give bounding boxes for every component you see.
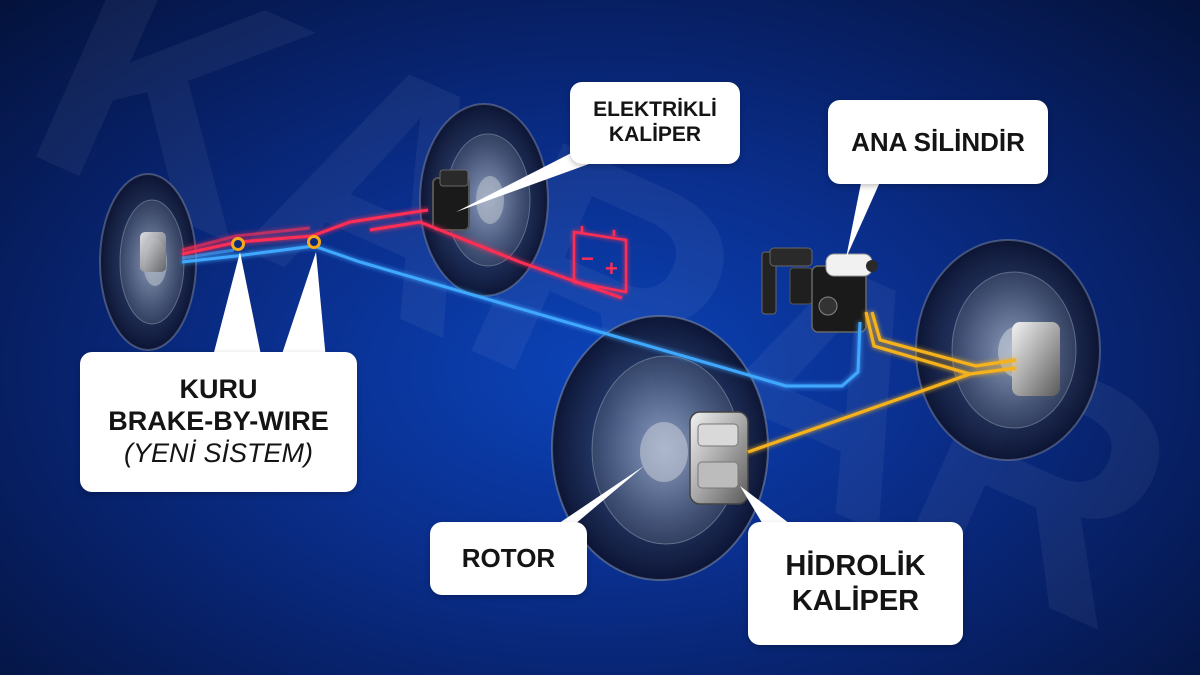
master-cylinder-label: ANA SİLİNDİR — [828, 100, 1048, 184]
master-cylinder-label-text: ANA SİLİNDİR — [851, 126, 1025, 157]
brake-pedal — [761, 251, 777, 315]
dry-brake-by-wire-label: KURU BRAKE-BY-WIRE (YENİ SİSTEM) — [80, 352, 357, 492]
connector-ring-1 — [231, 237, 245, 251]
master-cylinder-assembly — [761, 247, 878, 333]
fluid-reservoir — [825, 253, 873, 277]
electric-caliper-label-line1: ELEKTRİKLİ — [593, 98, 717, 122]
dry-bbw-label-line1: KURU — [179, 374, 258, 405]
signal-lines — [181, 244, 862, 388]
battery-plus-sign: + — [605, 256, 618, 281]
hydraulic-caliper-unit — [689, 411, 749, 505]
wheel-front-left — [551, 315, 769, 581]
front-right-caliper — [1012, 322, 1060, 396]
rear-left-caliper — [140, 232, 166, 272]
hydraulic-caliper-label: HİDROLİK KALİPER — [748, 522, 963, 645]
rotor-label: ROTOR — [430, 522, 587, 595]
battery-minus-sign: − — [581, 246, 594, 271]
electric-caliper-label-line2: KALİPER — [608, 123, 702, 146]
hydraulic-caliper-label-line2: KALİPER — [791, 584, 920, 617]
hydraulic-caliper-label-line1: HİDROLİK — [785, 550, 926, 583]
wheel-rear-left — [99, 173, 197, 351]
dry-bbw-label-line3: (YENİ SİSTEM) — [123, 437, 313, 468]
hydraulic-lines — [747, 311, 1017, 454]
connector-ring-2 — [307, 235, 321, 249]
electric-caliper-label: ELEKTRİKLİ KALİPER — [570, 82, 740, 164]
rotor-label-text: ROTOR — [461, 543, 556, 574]
battery-icon — [572, 226, 628, 294]
dry-bbw-label-line2: BRAKE-BY-WIRE — [108, 406, 329, 437]
wheel-front-right — [915, 239, 1101, 461]
